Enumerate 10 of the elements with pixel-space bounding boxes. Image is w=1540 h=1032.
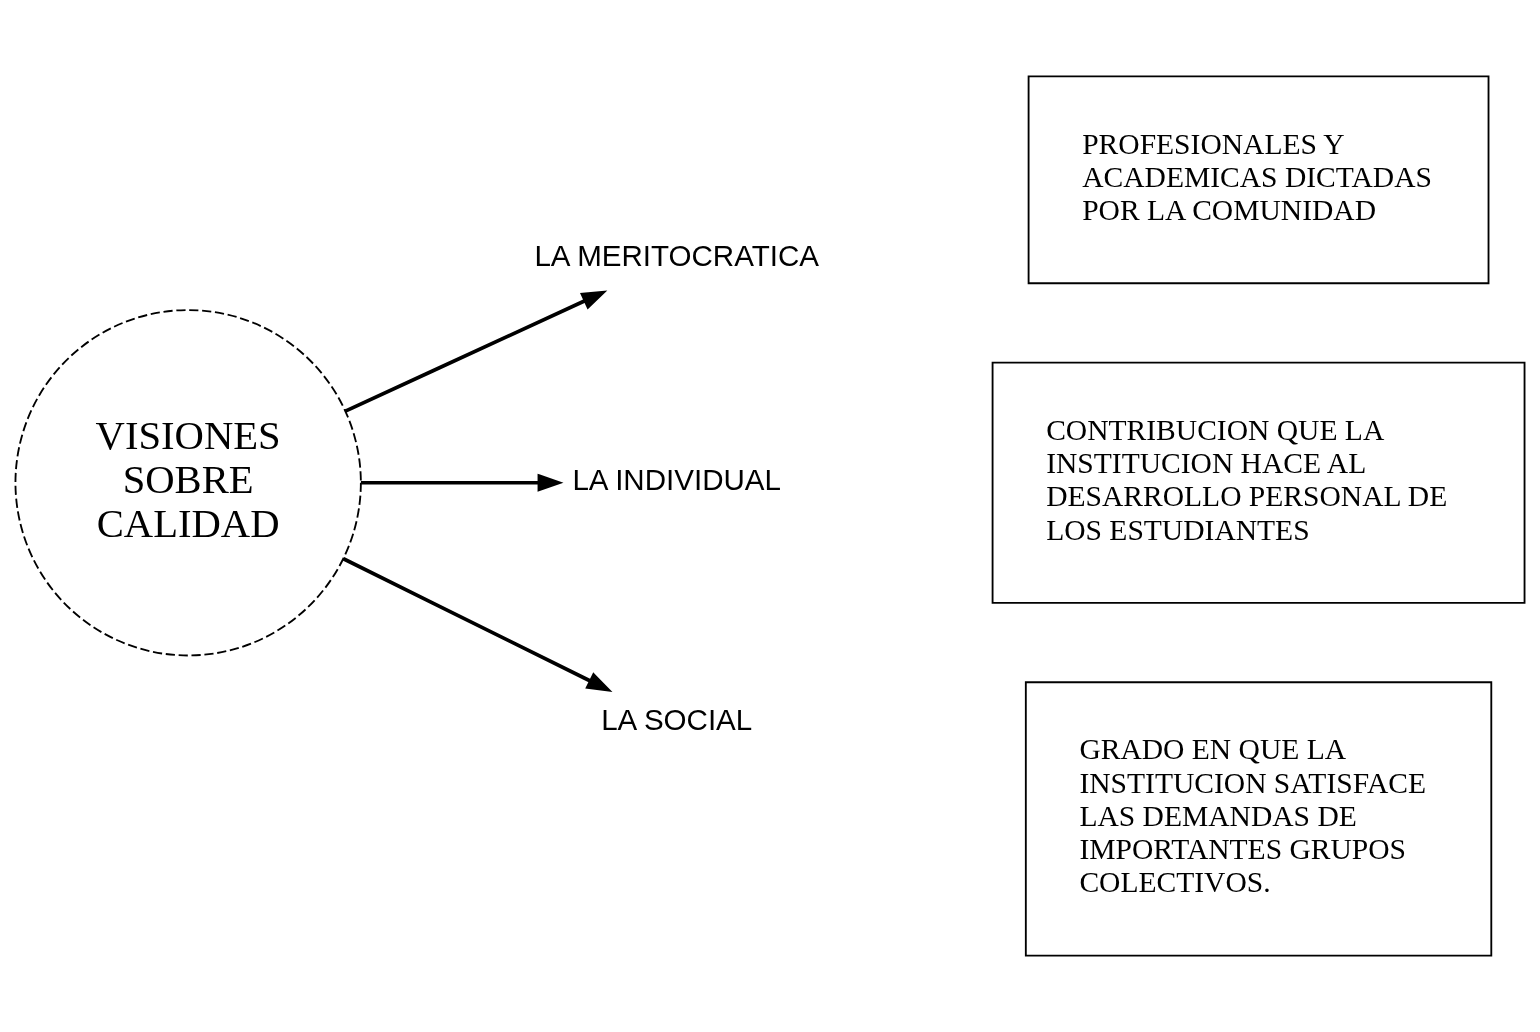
arrow <box>342 557 613 692</box>
node-text: LA MERITOCRATICA <box>534 239 820 273</box>
node-box: PROFESIONALES Y ACADEMICAS DICTADAS POR LA COMUNIDAD <box>1027 75 1490 285</box>
node-text: LA SOCIAL <box>601 702 753 736</box>
arrow <box>344 290 608 413</box>
node-circle: VISIONES SOBRE CALIDAD <box>14 309 362 657</box>
arrow <box>360 473 564 492</box>
node-box: GRADO EN QUE LA INSTITUCION SATISFACE LAS DEMANDAS DE IMPORTANTES GRUPOS COLECTIVOS. <box>1024 681 1493 957</box>
node-text: LA INDIVIDUAL <box>572 462 781 496</box>
node-box: CONTRIBUCION QUE LA INSTITUCION HACE AL DESARROLLO PERSONAL DE LOS ESTUDIANTES <box>991 361 1526 604</box>
